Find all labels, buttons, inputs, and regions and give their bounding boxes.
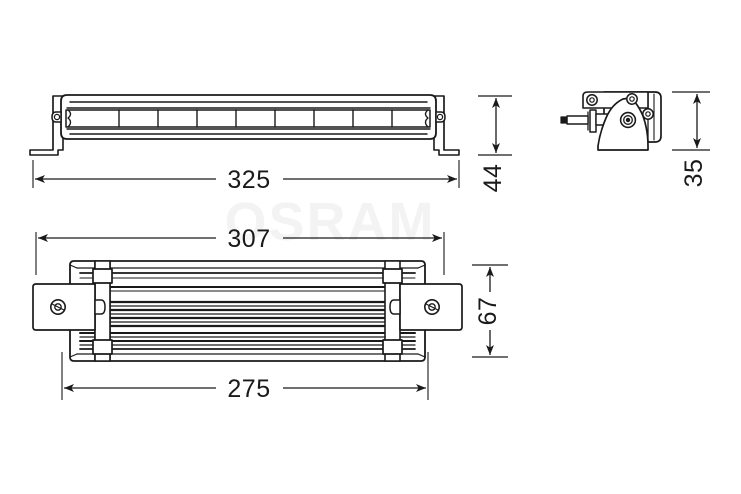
plan-corner-bevels xyxy=(69,264,426,358)
dimension-label-plan-depth: 67 xyxy=(474,297,502,326)
plan-view xyxy=(32,260,463,362)
bolt-mid-right xyxy=(642,108,654,120)
front-housing-top-rail xyxy=(66,101,431,109)
front-housing-bottom-rail xyxy=(66,128,431,135)
front-left-mount-bracket xyxy=(29,95,64,156)
plan-left-mount-assembly xyxy=(32,260,113,362)
plan-chamfer-edges xyxy=(76,267,419,355)
plan-heatsink-fins xyxy=(78,272,417,350)
end-view xyxy=(560,91,662,151)
bolt-upper-right xyxy=(626,93,638,105)
dimension-label-front-height: 44 xyxy=(479,164,507,193)
bolt-upper-left xyxy=(586,94,598,106)
end-view-wire-stud xyxy=(560,115,589,125)
plan-right-mount-assembly xyxy=(382,260,463,362)
dimension-plan-mount-width: 275 xyxy=(61,352,429,403)
dimension-plan-overall-width: 307 xyxy=(35,225,445,275)
front-left-pivot-boss xyxy=(51,111,62,123)
front-right-mount-bracket xyxy=(433,95,460,156)
dimension-label-plan-mount: 275 xyxy=(227,375,270,403)
watermark-label: OSRAM xyxy=(225,192,436,252)
dimension-plan-depth: 67 xyxy=(472,264,508,358)
dimension-label-front-width: 325 xyxy=(227,166,270,194)
dimension-front-width: 325 xyxy=(32,160,460,194)
front-right-pivot-boss xyxy=(435,111,446,123)
dimension-label-end-height: 35 xyxy=(680,159,708,188)
bolt-center-pivot xyxy=(619,111,637,129)
dimension-label-plan-overall: 307 xyxy=(227,225,270,253)
front-led-segment-dividers xyxy=(118,109,393,128)
dimension-front-height: 44 xyxy=(478,95,512,193)
dimension-end-height: 35 xyxy=(672,91,710,188)
end-view-fasteners xyxy=(586,93,654,129)
front-elevation-view xyxy=(29,94,460,156)
front-led-lens-strip xyxy=(65,109,431,128)
watermark: OSRAM xyxy=(225,192,436,252)
